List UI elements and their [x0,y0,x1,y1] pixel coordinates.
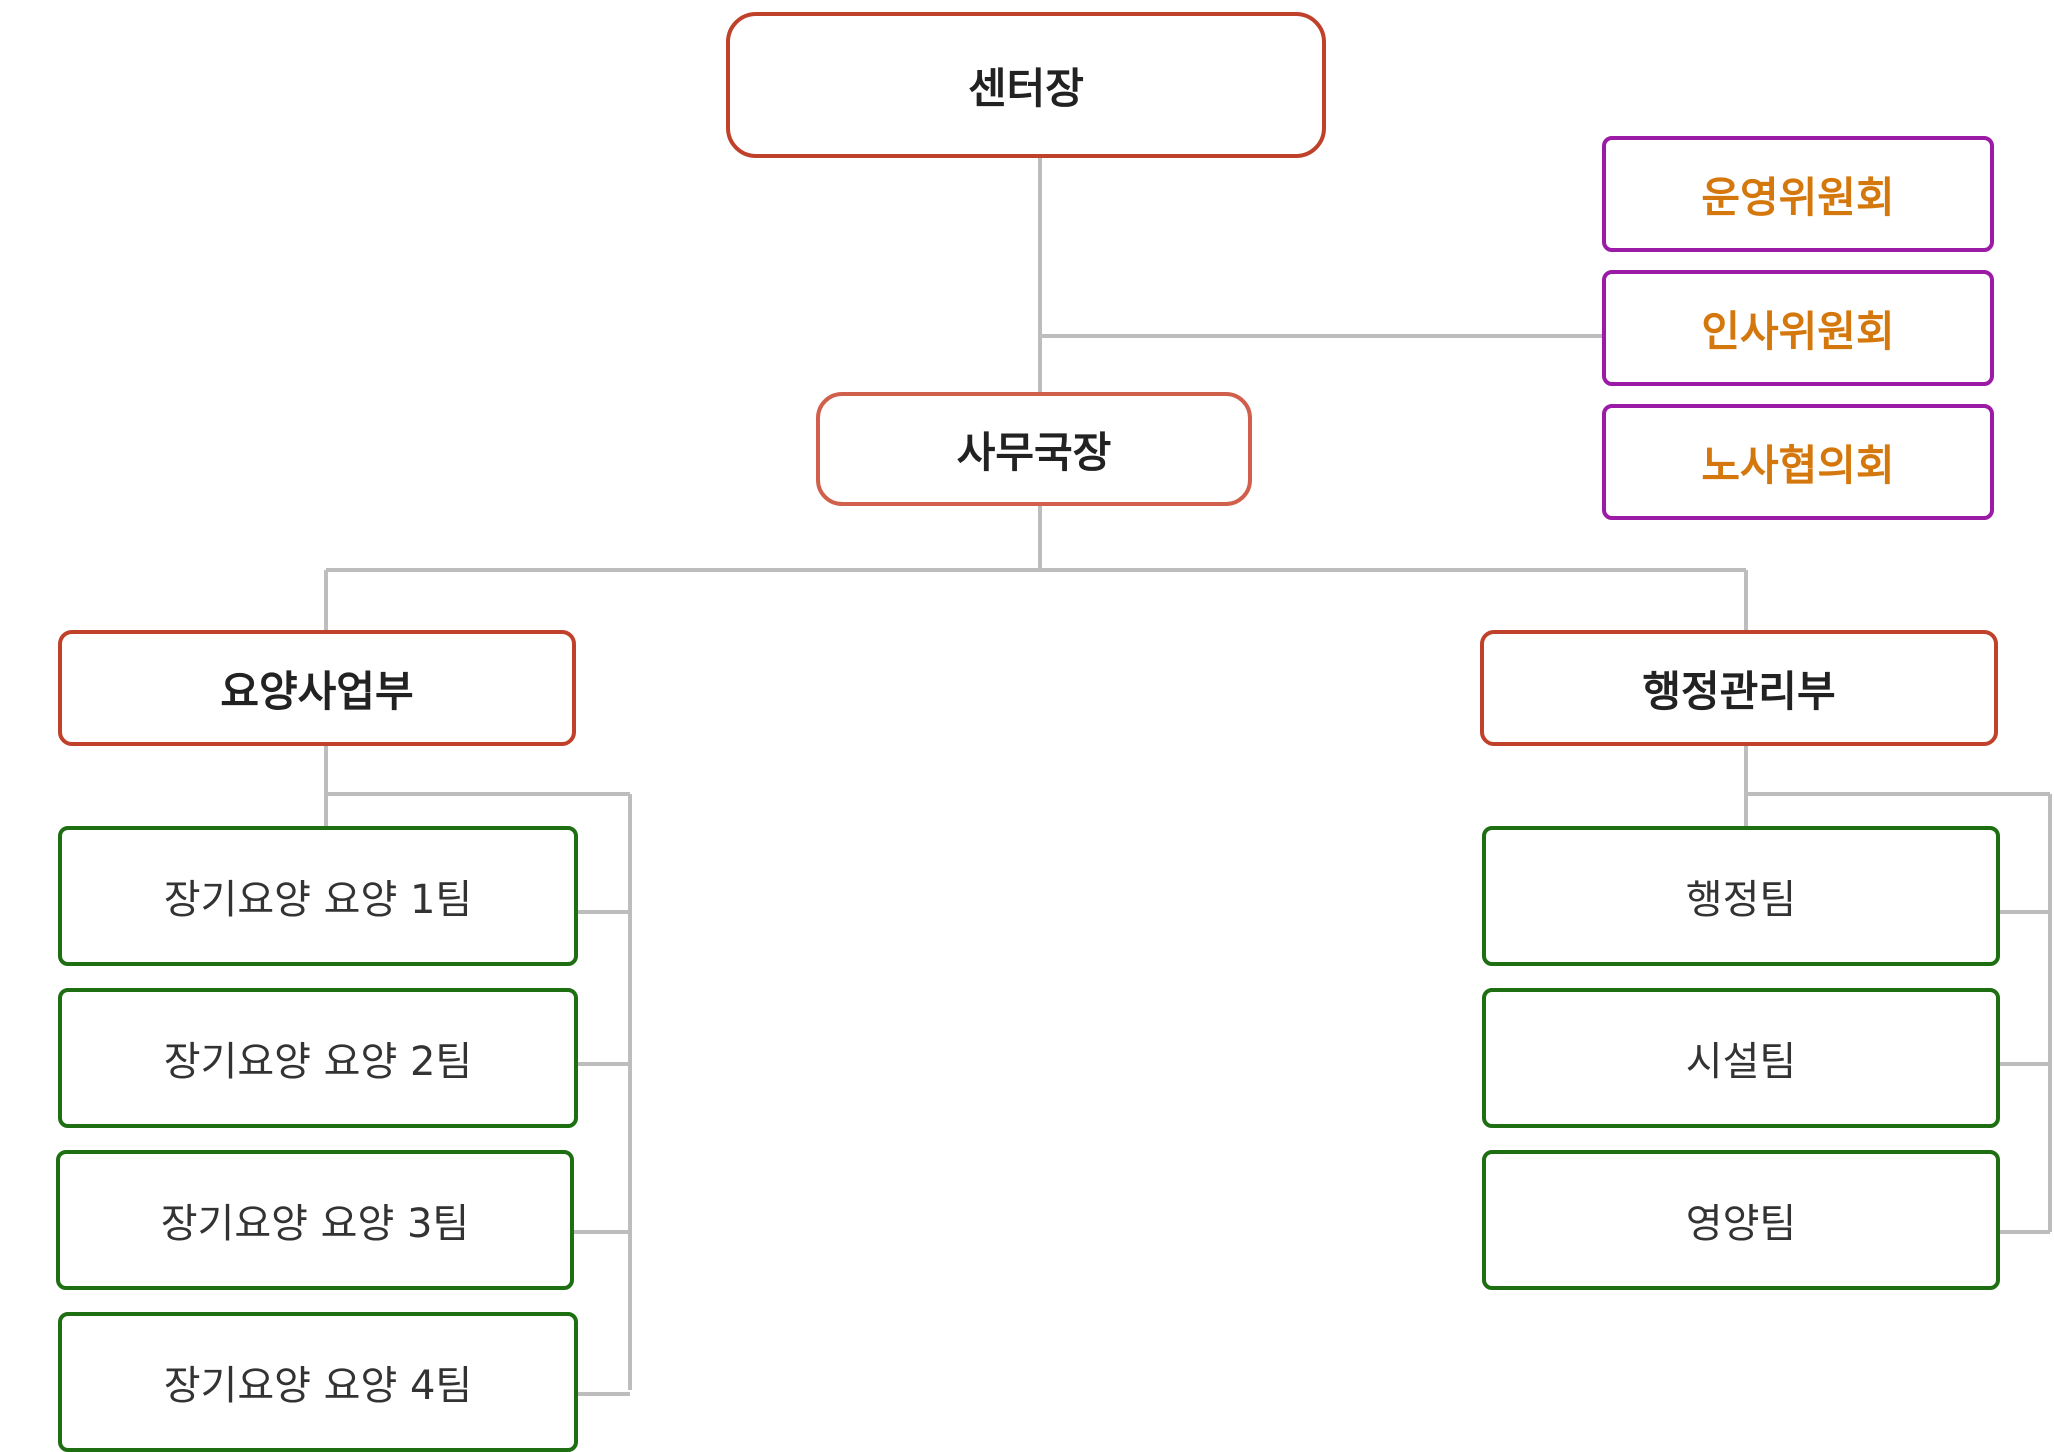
secretary-general-label: 사무국장 [956,427,1112,477]
facility-team-box: 시설팀 [1482,988,2000,1128]
director-box: 센터장 [726,12,1326,158]
admin-team-label: 행정팀 [1685,877,1797,923]
admin-team-box: 행정팀 [1482,826,2000,966]
care-team-4-box: 장기요양 요양 4팀 [58,1312,578,1452]
connector-group [324,158,2052,1396]
personnel-committee-label: 인사위원회 [1701,306,1895,356]
care-team-3-box: 장기요양 요양 3팀 [56,1150,574,1290]
operation-committee-label: 운영위원회 [1701,172,1895,222]
care-business-dept-label: 요양사업부 [220,666,414,716]
labor-council-box: 노사협의회 [1602,404,1994,520]
operation-committee-box: 운영위원회 [1602,136,1994,252]
secretary-general-box: 사무국장 [816,392,1252,506]
director-label: 센터장 [968,63,1084,113]
care-team-4-label: 장기요양 요양 4팀 [163,1363,473,1409]
nutrition-team-box: 영양팀 [1482,1150,2000,1290]
care-team-1-label: 장기요양 요양 1팀 [163,877,473,923]
care-team-3-label: 장기요양 요양 3팀 [160,1201,470,1247]
labor-council-label: 노사협의회 [1701,440,1895,490]
care-team-1-box: 장기요양 요양 1팀 [58,826,578,966]
care-business-dept-box: 요양사업부 [58,630,576,746]
facility-team-label: 시설팀 [1685,1039,1797,1085]
care-team-2-box: 장기요양 요양 2팀 [58,988,578,1128]
care-team-2-label: 장기요양 요양 2팀 [163,1039,473,1085]
personnel-committee-box: 인사위원회 [1602,270,1994,386]
admin-management-dept-box: 행정관리부 [1480,630,1998,746]
admin-management-dept-label: 행정관리부 [1642,666,1836,716]
nutrition-team-label: 영양팀 [1685,1201,1797,1247]
